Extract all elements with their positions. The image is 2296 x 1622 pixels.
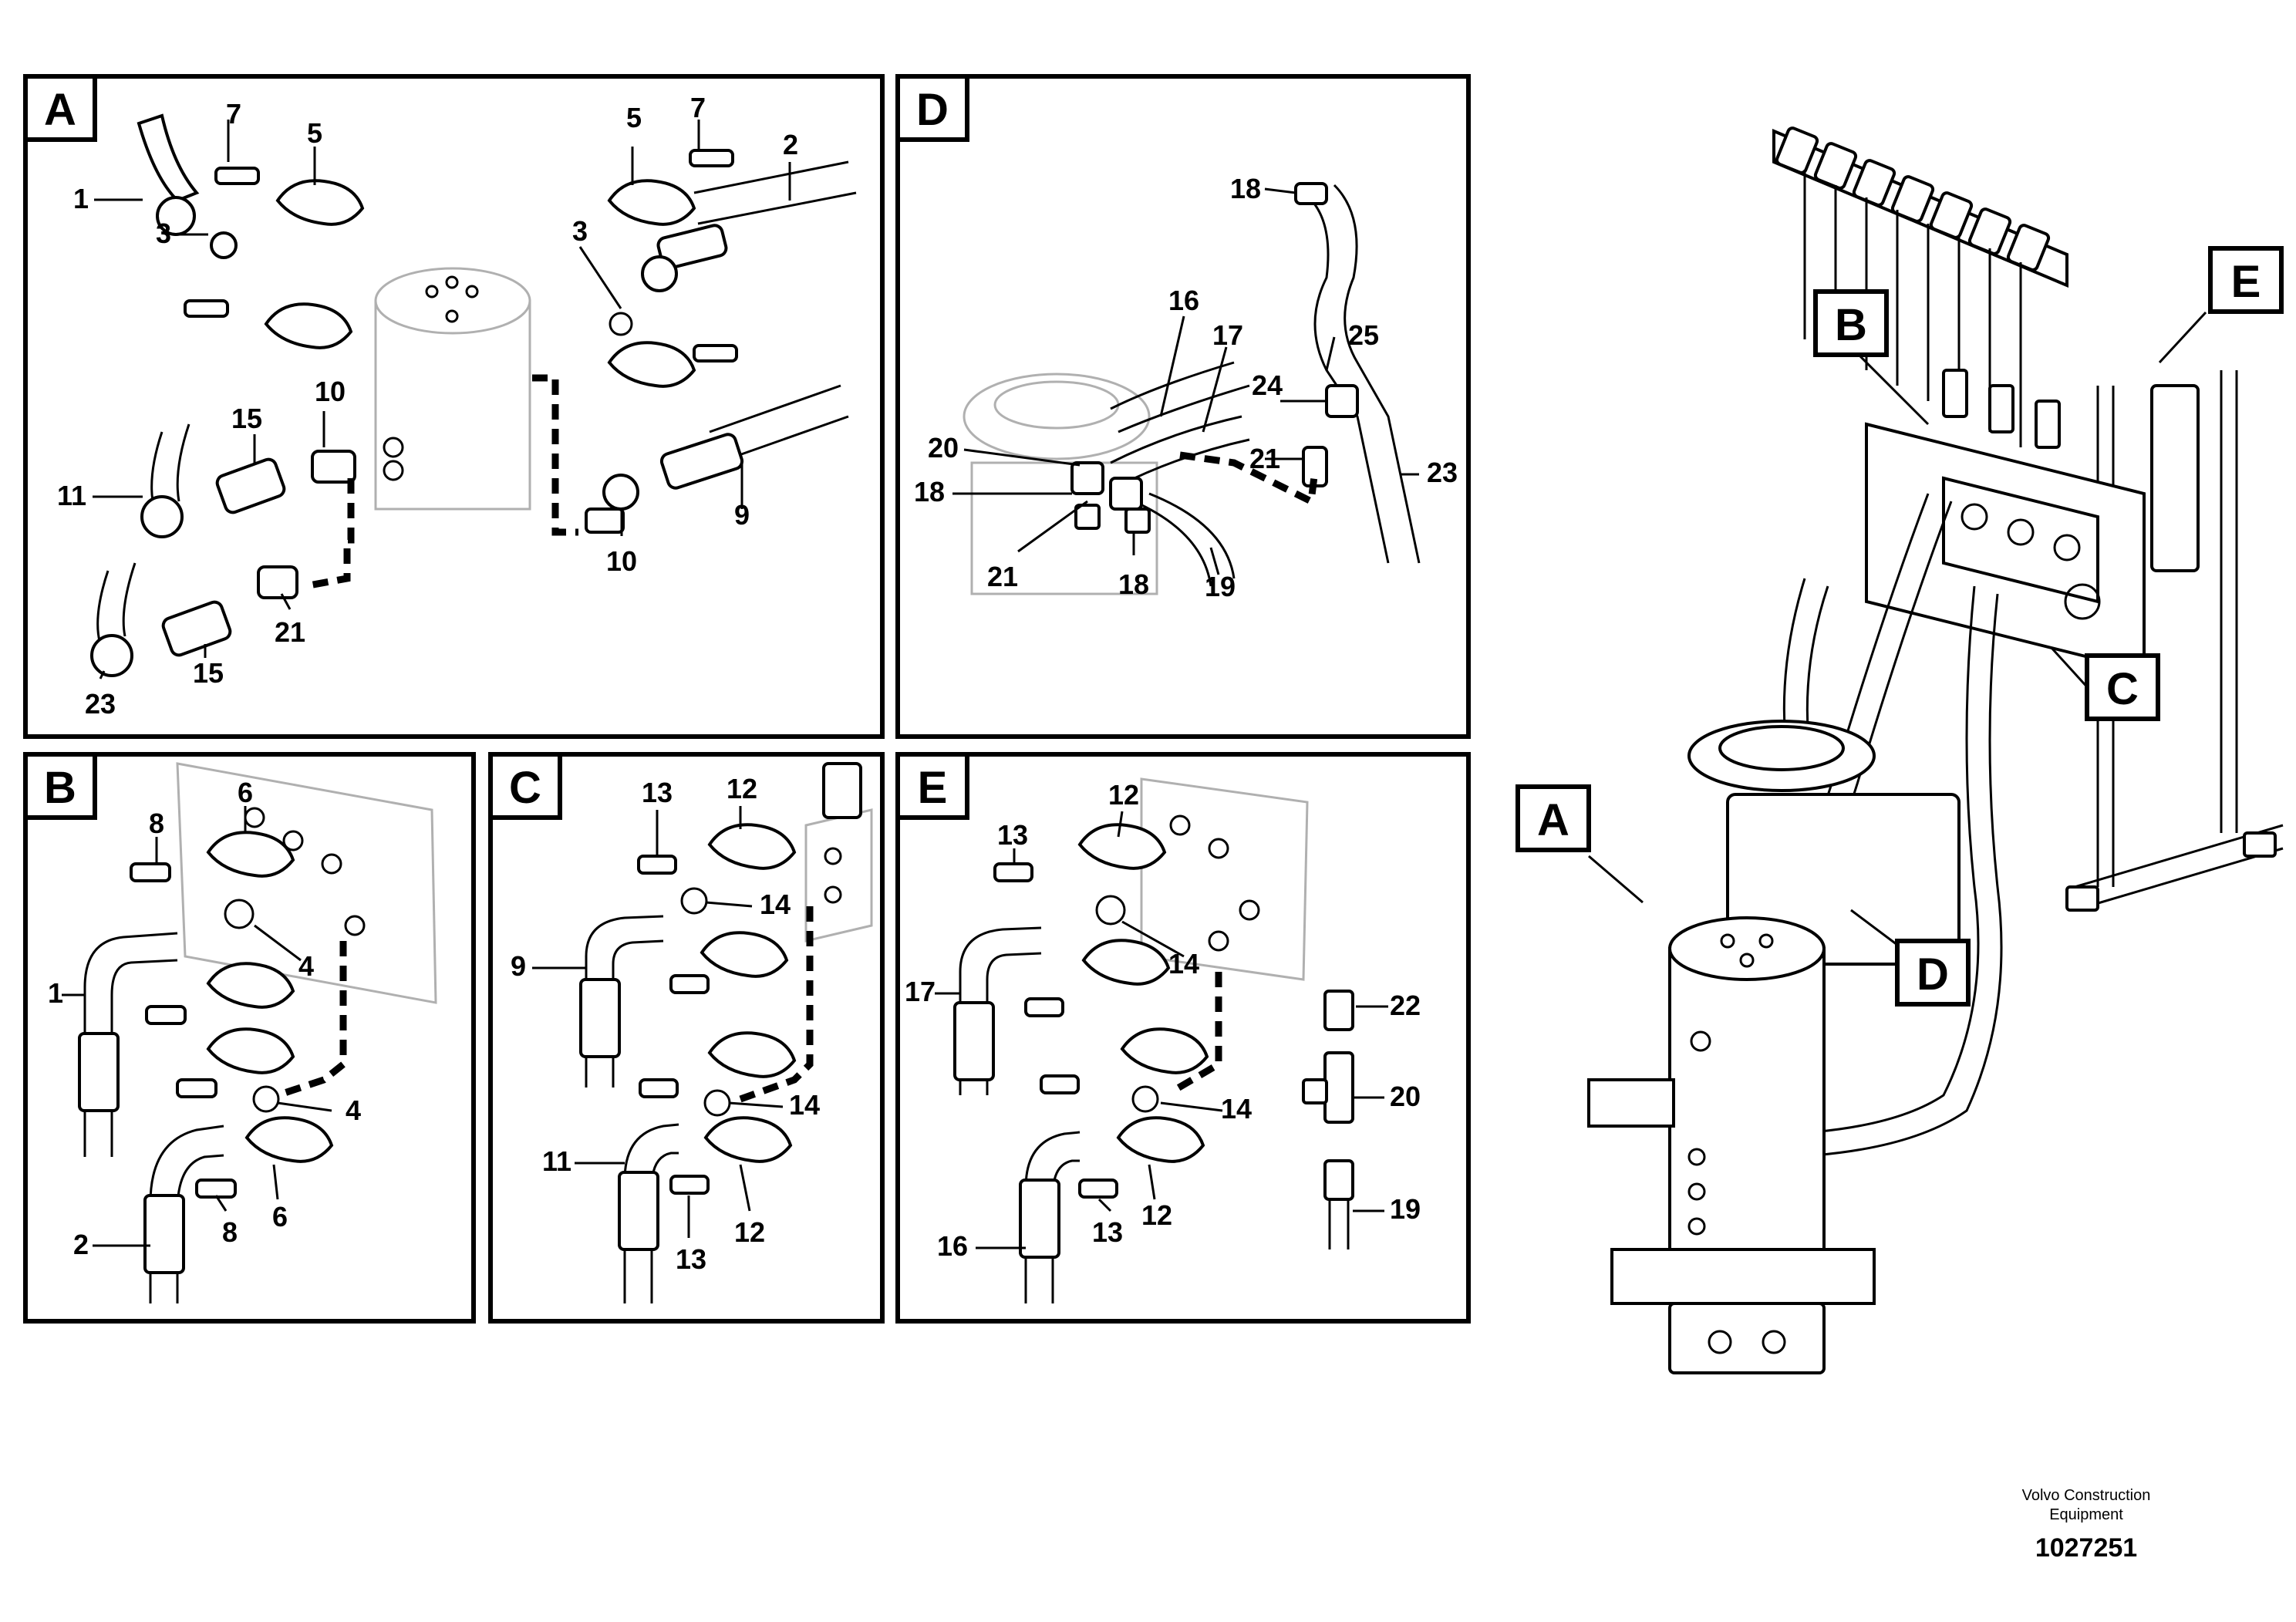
callout-d-25: 25: [1348, 319, 1379, 351]
panel-c: C 13 12 14: [488, 752, 885, 1324]
valve-block: [176, 762, 437, 1004]
callout-b-4b: 4: [346, 1094, 361, 1126]
callout-d-18c: 18: [1118, 568, 1149, 600]
upper-valve-bank: [1772, 126, 2068, 447]
company-name-line2: Equipment: [2049, 1506, 2123, 1523]
callout-e-12: 12: [1108, 779, 1139, 811]
callout-b-6b: 6: [272, 1201, 288, 1233]
panel-d: D: [895, 74, 1471, 739]
callout-d-19: 19: [1205, 571, 1236, 602]
callout-b-2: 2: [73, 1229, 89, 1260]
callout-a-3: 3: [156, 218, 171, 249]
callout-b-8: 8: [149, 808, 164, 839]
callout-a-15b: 15: [193, 657, 224, 689]
panel-e: E: [895, 752, 1471, 1324]
panel-e-tag: E: [918, 763, 948, 813]
callout-b-8b: 8: [222, 1216, 238, 1248]
rotary-joint-drum: [374, 267, 531, 511]
callout-a-3b: 3: [572, 215, 588, 247]
panel-d-tag: D: [916, 85, 949, 135]
tee-fitting-assembly: [1302, 990, 1354, 1249]
callout-c-13b: 13: [676, 1243, 706, 1275]
callout-d-18: 18: [1230, 173, 1261, 204]
callout-b-6: 6: [238, 777, 253, 808]
callout-d-21b: 21: [987, 561, 1018, 592]
callout-e-12b: 12: [1141, 1199, 1172, 1231]
panel-a-tag: A: [44, 85, 76, 135]
callout-d-16: 16: [1168, 285, 1199, 316]
callout-d-20: 20: [928, 432, 959, 464]
callout-a-9: 9: [734, 499, 750, 531]
valve-block-e: [1140, 777, 1309, 981]
main-control-valve: [1865, 369, 2200, 673]
drawing-number: 1027251: [2035, 1533, 2137, 1563]
callout-e-13b: 13: [1092, 1216, 1123, 1248]
callout-a-2: 2: [783, 129, 798, 160]
callout-a-1: 1: [73, 183, 89, 214]
callout-e-13: 13: [997, 819, 1028, 851]
callout-e-14: 14: [1168, 948, 1199, 980]
callout-c-9: 9: [511, 950, 526, 982]
swivel-assembly: [963, 361, 1250, 595]
overview-tag-c: C: [2106, 664, 2139, 714]
callout-c-11: 11: [542, 1145, 571, 1177]
overview-tag-e: E: [2231, 257, 2261, 307]
overview-tag-d: D: [1917, 949, 1949, 1000]
callout-d-18b: 18: [914, 476, 945, 508]
overview-tag-b: B: [1835, 300, 1867, 350]
valve-section: [804, 762, 873, 943]
callout-e-17: 17: [905, 976, 936, 1007]
callout-c-13: 13: [642, 777, 673, 808]
callout-c-12b: 12: [734, 1216, 765, 1248]
callout-d-23: 23: [1427, 457, 1458, 488]
rotary-joint: [1587, 916, 1876, 1374]
callout-a-15: 15: [231, 403, 262, 434]
callout-b-4: 4: [298, 950, 314, 982]
callout-e-19: 19: [1390, 1193, 1421, 1225]
callout-d-17: 17: [1212, 319, 1243, 351]
callout-a-7: 7: [226, 98, 241, 130]
company-name-line1: Volvo Construction: [2022, 1487, 2151, 1504]
machine-overview: E B C A D: [1515, 126, 2284, 1374]
callout-a-7b: 7: [690, 92, 706, 123]
callout-a-5b: 5: [626, 102, 642, 133]
callout-d-24: 24: [1252, 369, 1283, 401]
callout-a-10: 10: [315, 376, 346, 407]
footer: Volvo Construction Equipment 1027251: [2022, 1487, 2151, 1563]
callout-e-22: 22: [1390, 990, 1421, 1021]
overview-tag-a: A: [1537, 795, 1569, 845]
panel-a: A: [23, 74, 885, 739]
callout-e-14b: 14: [1221, 1093, 1252, 1125]
callout-a-5: 5: [307, 117, 322, 149]
callout-e-16: 16: [937, 1230, 968, 1262]
callout-b-1: 1: [48, 977, 63, 1009]
callout-c-14: 14: [760, 889, 791, 920]
callout-a-10b: 10: [606, 545, 637, 577]
panel-b-tag: B: [44, 763, 76, 813]
callout-c-12: 12: [727, 773, 757, 804]
callout-c-14b: 14: [789, 1089, 820, 1121]
callout-d-21: 21: [1249, 443, 1280, 474]
callout-a-21: 21: [275, 616, 305, 648]
callout-a-11: 11: [57, 480, 86, 511]
callout-a-23: 23: [85, 688, 116, 720]
callout-e-20: 20: [1390, 1081, 1421, 1112]
panel-b: B 6 8 4 1: [23, 752, 476, 1324]
panel-c-tag: C: [509, 763, 541, 813]
